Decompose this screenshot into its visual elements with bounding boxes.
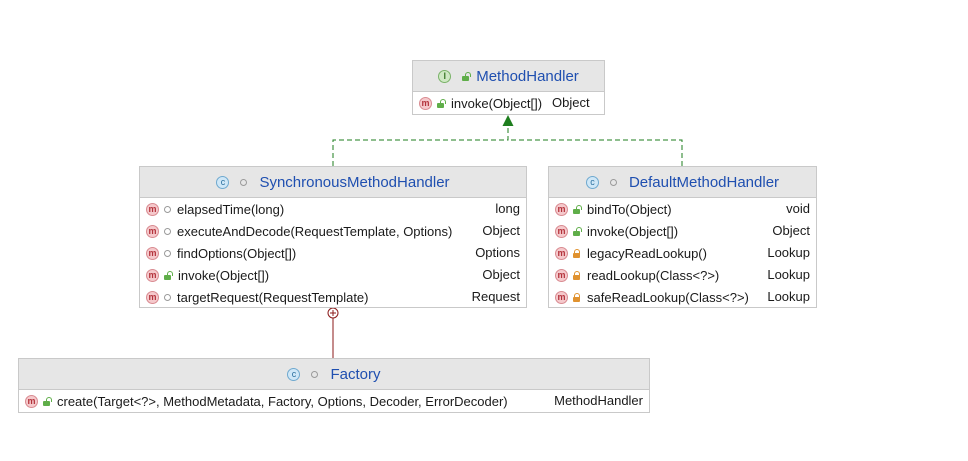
lock-closed-icon — [573, 270, 581, 280]
method-m-icon: m — [146, 246, 159, 260]
nested-class-plus-icon — [327, 307, 339, 319]
class-box-method-handler[interactable]: I MethodHandler m invoke(Object[]) Objec… — [412, 60, 605, 115]
member-row[interactable]: m safeReadLookup(Class<?>) Lookup — [549, 286, 816, 308]
method-m-icon: m — [555, 202, 568, 216]
member-type: void — [786, 201, 810, 216]
method-m-icon: m — [555, 268, 568, 282]
method-m-icon: m — [555, 290, 568, 304]
member-row[interactable]: m targetRequest(RequestTemplate) Request — [140, 286, 526, 308]
member-signature: safeReadLookup(Class<?>) — [587, 289, 749, 305]
lock-closed-icon — [573, 248, 581, 258]
class-name: SynchronousMethodHandler — [259, 173, 450, 191]
member-row[interactable]: m readLookup(Class<?>) Lookup — [549, 264, 816, 286]
package-private-dot-icon — [164, 227, 171, 235]
class-name: MethodHandler — [476, 67, 579, 85]
method-m-icon: m — [146, 268, 159, 282]
package-private-dot-icon — [240, 178, 248, 186]
member-type: Lookup — [767, 267, 810, 282]
lock-closed-icon — [573, 292, 581, 302]
package-private-dot-icon — [609, 178, 617, 186]
method-m-icon: m — [555, 246, 568, 260]
member-signature: findOptions(Object[]) — [177, 245, 297, 261]
class-name: Factory — [330, 365, 381, 383]
member-row[interactable]: m legacyReadLookup() Lookup — [549, 242, 816, 264]
member-row[interactable]: m findOptions(Object[]) Options — [140, 242, 526, 264]
lock-open-icon — [573, 227, 581, 236]
interface-i-icon: I — [438, 69, 452, 83]
member-type: Lookup — [767, 289, 810, 304]
package-private-dot-icon — [311, 370, 319, 378]
implements-connector-default — [508, 139, 683, 166]
member-type: Object — [772, 223, 810, 238]
class-header: c DefaultMethodHandler — [549, 167, 816, 198]
member-type: Options — [475, 245, 520, 260]
lock-open-icon — [43, 397, 51, 406]
member-row[interactable]: m create(Target<?>, MethodMetadata, Fact… — [19, 390, 649, 412]
implements-connector-synchronous — [332, 126, 509, 166]
lock-open-icon — [573, 205, 581, 214]
member-signature: readLookup(Class<?>) — [587, 267, 720, 283]
member-row[interactable]: m invoke(Object[]) Object — [140, 264, 526, 286]
member-row[interactable]: m bindTo(Object) void — [549, 198, 816, 220]
method-m-icon: m — [25, 394, 38, 408]
lock-open-icon — [437, 99, 445, 108]
member-signature: bindTo(Object) — [587, 201, 672, 217]
method-m-icon: m — [146, 202, 159, 216]
class-box-synchronous-method-handler[interactable]: c SynchronousMethodHandler m elapsedTime… — [139, 166, 527, 308]
method-m-icon: m — [419, 96, 432, 110]
lock-open-icon — [462, 72, 470, 81]
member-signature: legacyReadLookup() — [587, 245, 707, 261]
method-m-icon: m — [146, 224, 159, 238]
member-type: Object — [552, 95, 590, 110]
member-signature: invoke(Object[]) — [587, 223, 679, 239]
member-signature: create(Target<?>, MethodMetadata, Factor… — [57, 393, 508, 409]
member-row[interactable]: m invoke(Object[]) Object — [413, 92, 604, 114]
member-type: long — [495, 201, 520, 216]
member-row[interactable]: m invoke(Object[]) Object — [549, 220, 816, 242]
member-signature: targetRequest(RequestTemplate) — [177, 289, 369, 305]
class-c-icon: c — [216, 175, 230, 189]
member-row[interactable]: m elapsedTime(long) long — [140, 198, 526, 220]
class-box-default-method-handler[interactable]: c DefaultMethodHandler m bindTo(Object) … — [548, 166, 817, 308]
member-type: Object — [482, 267, 520, 282]
member-signature: invoke(Object[]) — [178, 267, 270, 283]
class-c-icon: c — [287, 367, 301, 381]
package-private-dot-icon — [164, 205, 171, 213]
class-header: c Factory — [19, 359, 649, 390]
member-row[interactable]: m executeAndDecode(RequestTemplate, Opti… — [140, 220, 526, 242]
member-type: Request — [471, 289, 520, 304]
member-signature: executeAndDecode(RequestTemplate, Option… — [177, 223, 453, 239]
class-header: I MethodHandler — [413, 61, 604, 92]
method-m-icon: m — [146, 290, 159, 304]
package-private-dot-icon — [164, 293, 171, 301]
method-m-icon: m — [555, 224, 568, 238]
member-type: MethodHandler — [554, 393, 643, 408]
member-type: Lookup — [767, 245, 810, 260]
lock-open-icon — [164, 271, 172, 280]
package-private-dot-icon — [164, 249, 171, 257]
realization-arrowhead — [502, 115, 514, 126]
member-signature: invoke(Object[]) — [451, 95, 543, 111]
class-header: c SynchronousMethodHandler — [140, 167, 526, 198]
class-c-icon: c — [585, 175, 599, 189]
member-signature: elapsedTime(long) — [177, 201, 285, 217]
class-name: DefaultMethodHandler — [628, 173, 780, 191]
member-type: Object — [482, 223, 520, 238]
class-box-factory[interactable]: c Factory m create(Target<?>, MethodMeta… — [18, 358, 650, 413]
